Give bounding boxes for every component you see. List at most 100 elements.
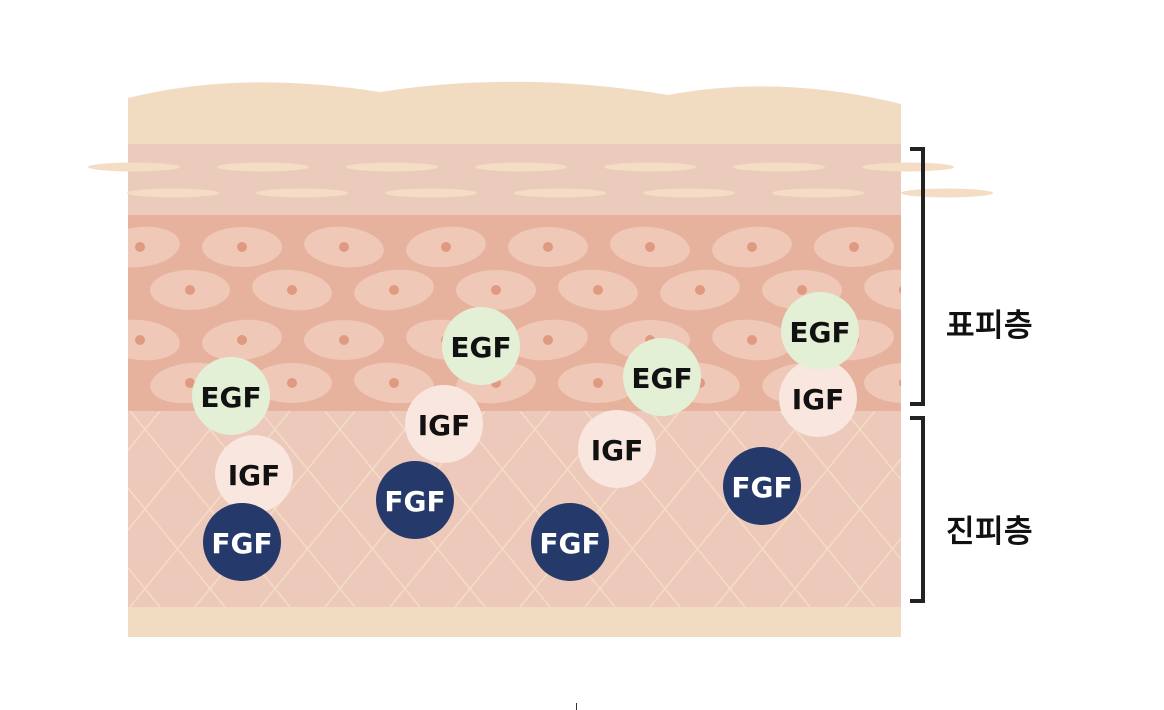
igf-bubble: IGF	[405, 385, 483, 463]
collagen-fiber	[844, 411, 901, 481]
cell-nucleus	[135, 242, 145, 252]
fgf-circle	[723, 447, 801, 525]
cell-nucleus	[135, 335, 145, 345]
igf-label: IGF	[228, 459, 281, 492]
horny-cell	[643, 188, 735, 198]
igf-bubble: IGF	[215, 435, 293, 513]
fgf-bubble: FGF	[723, 447, 801, 525]
cell-nucleus	[899, 379, 901, 387]
horny-cell	[385, 188, 477, 198]
cell-nucleus	[747, 242, 757, 252]
collagen-fiber	[649, 411, 811, 607]
growth-factors: IGF EGF FGF IGF EGF FGF IGF EGF FGF IGF EGF FGF	[192, 292, 859, 581]
egf-label: EGF	[789, 316, 850, 349]
cell-nucleus	[849, 242, 859, 252]
igf-label: IGF	[591, 434, 644, 467]
horny-cell	[733, 162, 825, 172]
cell-nucleus	[747, 335, 757, 345]
egf-circle	[442, 307, 520, 385]
fgf-label: FGF	[384, 485, 445, 518]
skin-surface-layer	[128, 81, 901, 146]
cell-nucleus	[1001, 378, 1011, 388]
collagen-fiber	[714, 411, 876, 607]
egf-circle	[192, 357, 270, 435]
cell-nucleus	[339, 242, 349, 252]
egf-label: EGF	[200, 381, 261, 414]
collagen-fiber	[259, 411, 421, 607]
cell-nucleus	[695, 285, 705, 295]
horny-cell	[475, 162, 567, 172]
cell-nucleus	[593, 285, 603, 295]
fgf-bubble: FGF	[531, 503, 609, 581]
cell-nucleus	[185, 378, 195, 388]
igf-label: IGF	[792, 383, 845, 416]
egf-label: EGF	[631, 362, 692, 395]
horny-cell	[772, 188, 864, 198]
horny-cell-layer	[128, 144, 901, 215]
dermis-bracket	[910, 416, 925, 603]
epidermis-bracket	[910, 147, 925, 406]
cell-nucleus	[389, 285, 399, 295]
egf-bubble: EGF	[192, 357, 270, 435]
igf-bubble: IGF	[779, 359, 857, 437]
cell-nucleus	[797, 285, 807, 295]
egf-circle	[623, 338, 701, 416]
igf-circle	[405, 385, 483, 463]
fgf-circle	[203, 503, 281, 581]
fgf-label: FGF	[539, 527, 600, 560]
horny-cell	[514, 188, 606, 198]
horny-cell	[88, 162, 180, 172]
horny-cell	[217, 162, 309, 172]
cell-nucleus	[441, 242, 451, 252]
cell-nucleus	[339, 335, 349, 345]
cell-nucleus	[951, 242, 961, 252]
collagen-fiber	[1040, 411, 1164, 607]
igf-bubble: IGF	[578, 410, 656, 488]
collagen-fiber	[1040, 411, 1164, 607]
cell-nucleus	[645, 242, 655, 252]
fgf-label: FGF	[731, 471, 792, 504]
collagen-fiber	[844, 537, 901, 607]
horny-cell	[346, 162, 438, 172]
egf-label: EGF	[450, 331, 511, 364]
egf-bubble: EGF	[623, 338, 701, 416]
spinous-cell	[964, 359, 1048, 407]
fgf-bubble: FGF	[376, 461, 454, 539]
igf-label: IGF	[418, 409, 471, 442]
igf-circle	[779, 359, 857, 437]
horny-cell	[256, 188, 348, 198]
cell-nucleus	[287, 378, 297, 388]
horny-cell	[862, 162, 954, 172]
cell-nucleus	[543, 335, 553, 345]
horny-cell	[127, 188, 219, 198]
cell-nucleus	[1001, 285, 1011, 295]
horny-cell	[901, 188, 993, 198]
collagen-fiber	[584, 411, 746, 607]
fgf-label: FGF	[211, 527, 272, 560]
cell-nucleus	[899, 286, 901, 294]
egf-bubble: EGF	[781, 292, 859, 370]
cell-nucleus	[237, 242, 247, 252]
cell-nucleus	[543, 242, 553, 252]
collagen-fiber	[128, 411, 226, 532]
spinous-cell	[864, 269, 901, 311]
cell-nucleus	[237, 335, 247, 345]
collagen-fiber	[389, 411, 551, 607]
fgf-bubble: FGF	[203, 503, 281, 581]
epidermis-label: 표피층	[946, 308, 1034, 344]
egf-bubble: EGF	[442, 307, 520, 385]
dermis-label: 진피층	[946, 514, 1034, 550]
spinous-cell	[914, 223, 998, 271]
cell-nucleus	[185, 285, 195, 295]
divider-tick	[576, 703, 577, 710]
cell-nucleus	[287, 285, 297, 295]
collagen-fiber	[779, 457, 901, 607]
igf-circle	[215, 435, 293, 513]
fgf-circle	[531, 503, 609, 581]
horny-cell	[604, 162, 696, 172]
igf-circle	[578, 410, 656, 488]
subcutaneous-layer	[128, 607, 901, 637]
spinous-cell	[864, 363, 901, 403]
